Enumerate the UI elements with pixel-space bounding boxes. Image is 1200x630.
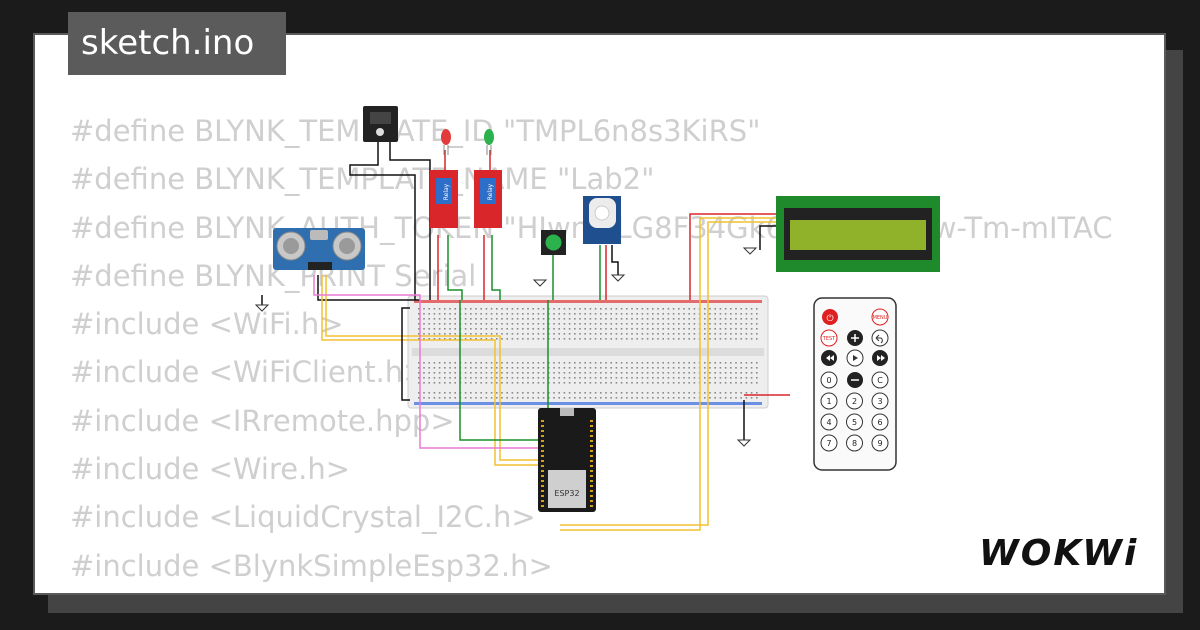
remote-key-label: 8: [852, 439, 857, 448]
rewind-icon: [826, 355, 834, 361]
remote-key-1[interactable]: [820, 392, 838, 410]
logo-text: WOKWi: [979, 533, 1138, 574]
ground-symbols: [254, 247, 758, 447]
remote-key-2[interactable]: [846, 392, 863, 410]
test-button[interactable]: TEST: [822, 336, 836, 342]
remote-key-7[interactable]: [820, 434, 838, 452]
power-icon: ⏻: [826, 313, 833, 324]
plus-icon: [851, 334, 859, 342]
ultrasonic-sensor[interactable]: [273, 228, 365, 270]
push-button[interactable]: [541, 230, 566, 255]
remote-key-5[interactable]: [846, 413, 863, 431]
code-line: #include <BlynkSimpleEsp32.h>: [70, 548, 553, 583]
code-line: #include <LiquidCrystal_I2C.h>: [70, 500, 536, 535]
sketch-filename-tab[interactable]: sketch.ino: [68, 12, 286, 75]
remote-key-label: 2: [852, 397, 857, 406]
relay-label: Relay: [443, 183, 450, 200]
remote-key-3[interactable]: [871, 392, 889, 410]
wires: [261, 140, 790, 531]
remote-key-8[interactable]: [846, 434, 863, 452]
code-line: #include <WiFiClient.h>: [70, 355, 428, 390]
red-led[interactable]: [441, 129, 451, 155]
remote-key-C[interactable]: [871, 371, 889, 389]
esp32-board[interactable]: ESP32: [538, 408, 596, 512]
menu-button[interactable]: MENU: [873, 315, 888, 321]
sensor-module[interactable]: [363, 106, 398, 142]
remote-key-label: 5: [852, 418, 857, 427]
code-line: #define BLYNK_TEMPLATE_ID "TMPL6n8s3KiRS…: [70, 114, 761, 148]
ir-remote[interactable]: ⏻ MENU TEST 0 C 1 2 3 4 5 6 7 8 9: [813, 297, 897, 471]
code-line: #define BLYNK_TEMPLATE_NAME "Lab2": [70, 162, 655, 197]
back-icon: [875, 334, 883, 344]
remote-key-label: 0: [826, 376, 831, 385]
green-led[interactable]: [484, 129, 494, 155]
remote-key-0[interactable]: [820, 371, 838, 389]
remote-key-label: 1: [826, 397, 831, 406]
lcd-display[interactable]: [776, 196, 940, 272]
breadboard: [407, 295, 769, 409]
code-line: #include <IRremote.hpp>: [70, 403, 455, 438]
remote-key-9[interactable]: [871, 434, 889, 452]
remote-key-label: 7: [826, 439, 831, 448]
esp32-label: ESP32: [554, 489, 579, 498]
remote-key-4[interactable]: [820, 413, 838, 431]
code-line: #include <Wire.h>: [70, 452, 351, 487]
remote-key-label: 3: [877, 397, 882, 406]
power-button[interactable]: [822, 309, 838, 325]
wokwi-logo[interactable]: WOKWi: [975, 527, 1150, 577]
remote-key-label: 9: [877, 439, 882, 448]
remote-key-label: 4: [826, 418, 831, 427]
remote-key-label: 6: [877, 418, 882, 427]
fast-forward-icon: [877, 355, 885, 361]
remote-key-6[interactable]: [871, 413, 889, 431]
relay-module-2[interactable]: Relay: [474, 170, 502, 228]
relay-module-1[interactable]: Relay: [430, 170, 458, 228]
remote-key-label: C: [877, 376, 883, 385]
pir-motion-sensor[interactable]: [583, 196, 621, 244]
play-icon: [853, 355, 858, 361]
relay-label: Relay: [487, 183, 494, 200]
code-line: #include <WiFi.h>: [70, 307, 344, 342]
